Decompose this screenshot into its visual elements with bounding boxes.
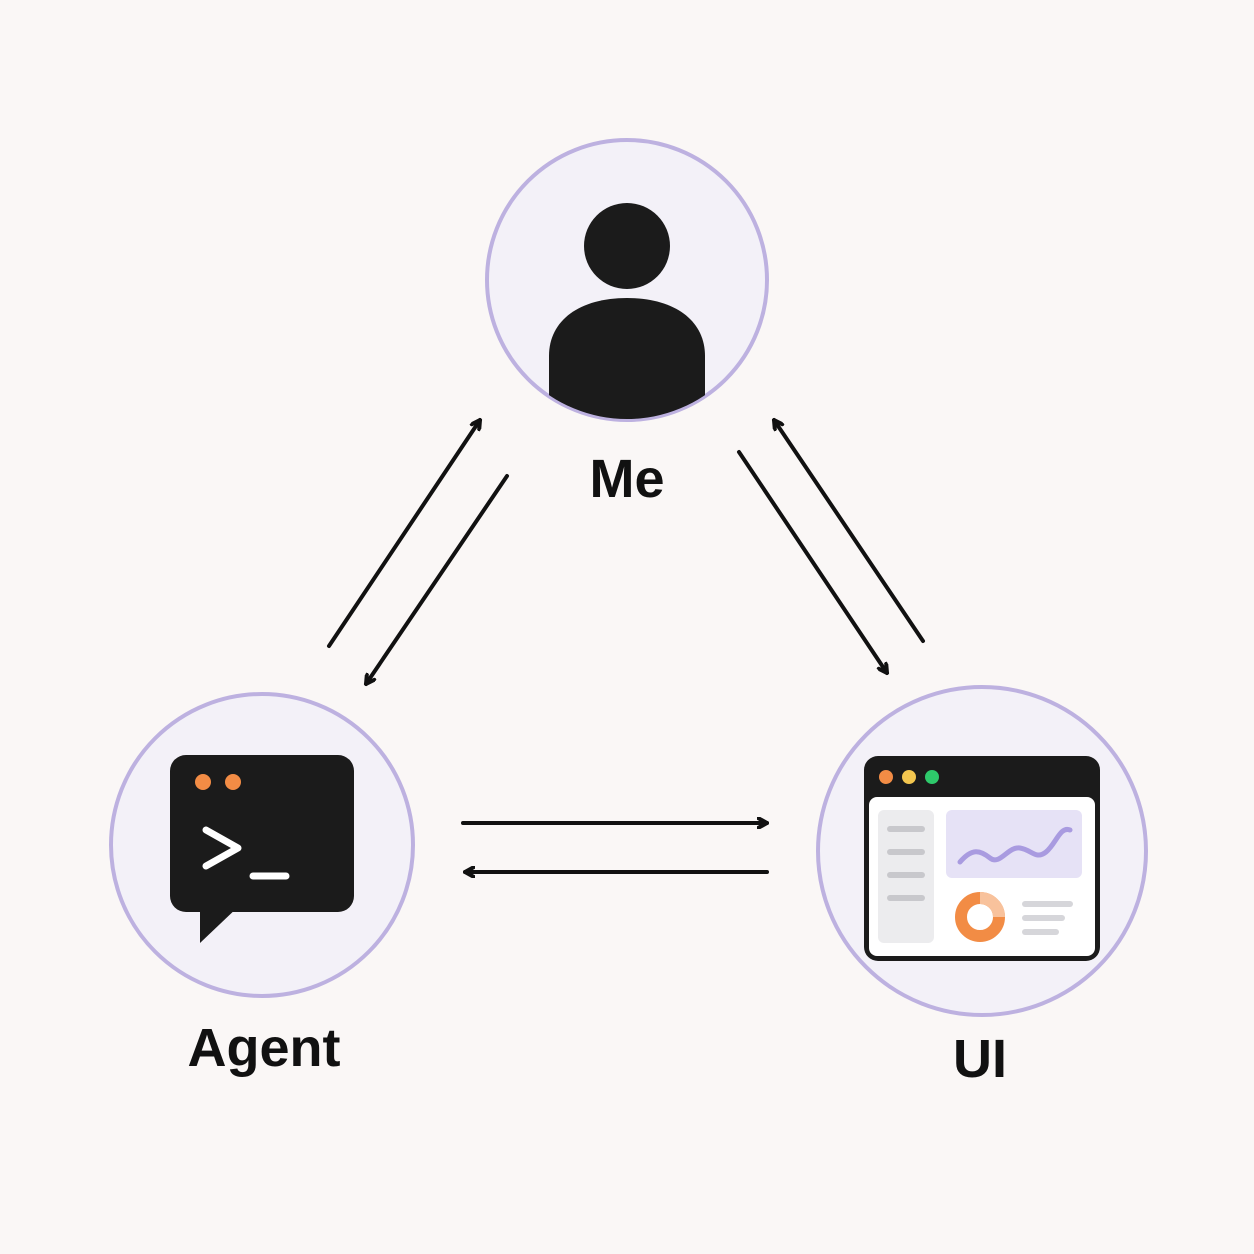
- arrow-me-to-agent: [364, 474, 509, 686]
- arrow-me-to-ui: [737, 450, 889, 675]
- node-ui-label: UI: [953, 1029, 1007, 1089]
- node-ui: UI: [816, 685, 1148, 1089]
- node-me-label: Me: [589, 449, 664, 509]
- window-dot-yellow: [902, 770, 916, 784]
- arrow-ui-to-me: [772, 418, 925, 643]
- node-me: Me: [485, 138, 769, 509]
- terminal-dot-orange-2: [225, 774, 241, 790]
- window-dot-green: [925, 770, 939, 784]
- donut-chart-icon: [955, 892, 1005, 942]
- edges: [327, 418, 925, 872]
- line-chart-icon: [957, 826, 1073, 865]
- window-chart-panel: [946, 810, 1082, 878]
- browser-window-icon: [864, 756, 1100, 961]
- terminal-dot-orange: [195, 774, 211, 790]
- person-icon: [549, 203, 705, 419]
- terminal-chat-icon: [170, 755, 354, 943]
- prompt-chevron-icon: [202, 826, 242, 870]
- node-agent-label: Agent: [188, 1018, 341, 1078]
- window-dot-orange: [879, 770, 893, 784]
- arrow-agent-to-me: [327, 418, 482, 648]
- node-agent: Agent: [109, 692, 415, 1078]
